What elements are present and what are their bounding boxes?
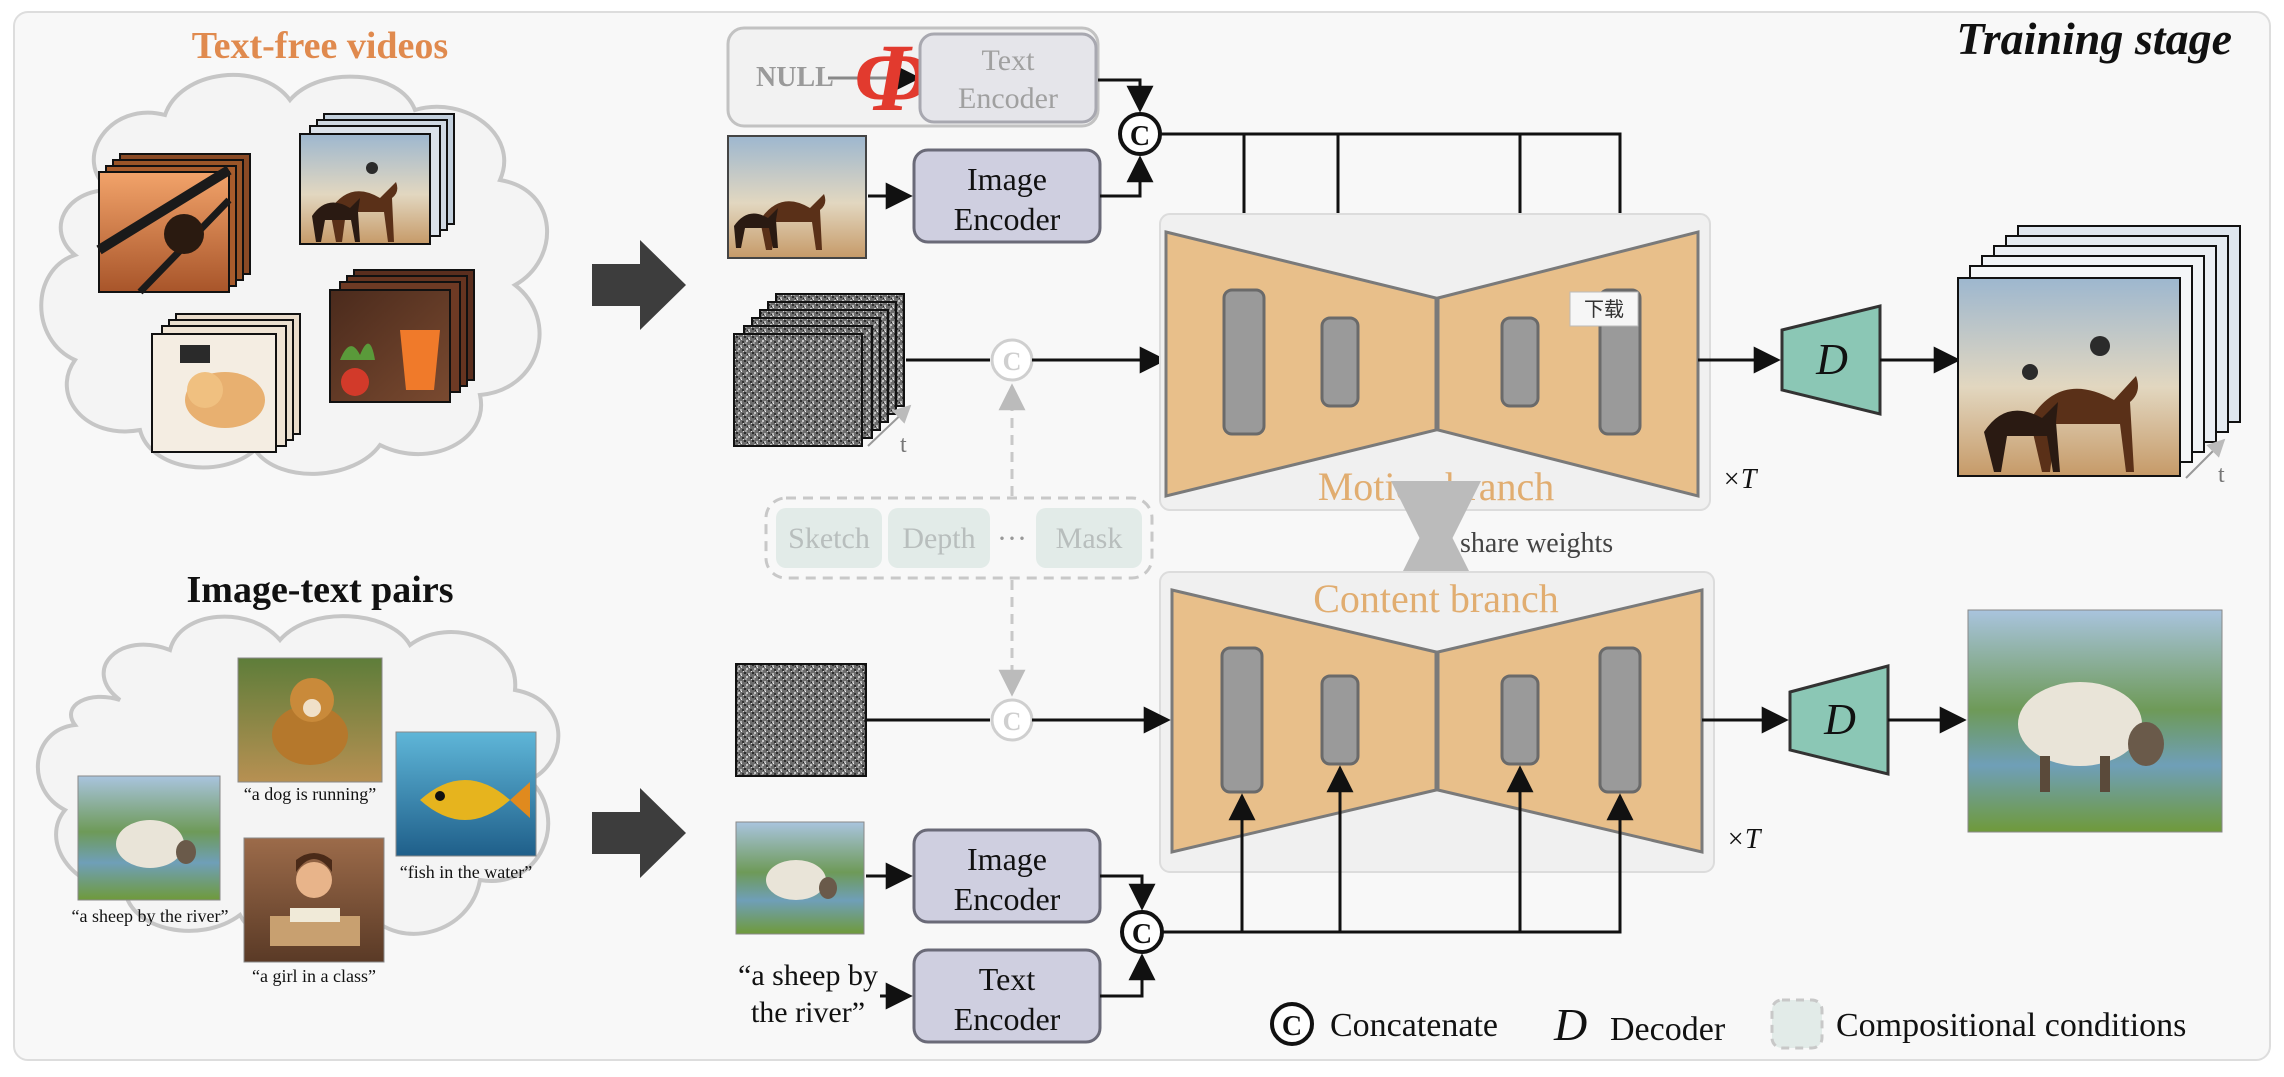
pair-image-sheep bbox=[77, 775, 221, 901]
share-weights-label: share weights bbox=[1460, 528, 1613, 559]
text-encoder-bottom-line1: Text bbox=[979, 961, 1036, 997]
video-stack-drink bbox=[329, 269, 475, 403]
decoder-bottom bbox=[1788, 664, 1890, 776]
prompt-line1: “a sheep by bbox=[738, 959, 878, 992]
content-branch-label: Content branch bbox=[1313, 576, 1559, 621]
concat-node-motion-label: C bbox=[1003, 347, 1022, 376]
image-encoder-top-line2: Encoder bbox=[954, 201, 1061, 237]
legend-compositional-icon bbox=[1770, 998, 1824, 1050]
legend: C Concatenate D Decoder Compositional co… bbox=[1270, 998, 2186, 1050]
decoder-bottom-label: D bbox=[1823, 695, 1856, 744]
prompt-line2: the river” bbox=[751, 996, 865, 1029]
image-encoder-top-line1: Image bbox=[967, 161, 1047, 197]
condition-ellipsis: ··· bbox=[997, 522, 1027, 555]
content-block-1 bbox=[1220, 646, 1264, 794]
text-encoder-top bbox=[918, 32, 1098, 124]
concat-node-top-label: C bbox=[1130, 121, 1150, 152]
condition-depth-label: Depth bbox=[902, 522, 975, 555]
output-video-stack bbox=[1957, 225, 2241, 477]
flow-arrow-bottom bbox=[592, 788, 686, 878]
pair-image-dog bbox=[237, 657, 383, 783]
legend-concat-label: Concatenate bbox=[1330, 1007, 1498, 1044]
content-block-3 bbox=[1500, 674, 1540, 766]
legend-decoder-icon: D bbox=[1553, 999, 1587, 1050]
motion-block-1 bbox=[1222, 288, 1266, 436]
caption-sheep: “a sheep by the river” bbox=[72, 906, 229, 926]
decoder-top bbox=[1780, 304, 1882, 416]
video-stack-horses bbox=[299, 113, 455, 245]
condition-mask bbox=[1036, 508, 1142, 568]
pairs-title: Image-text pairs bbox=[187, 569, 454, 611]
condition-mask-label: Mask bbox=[1056, 522, 1123, 555]
null-label: NULL bbox=[756, 62, 834, 93]
text-encoder-top-line2: Encoder bbox=[958, 82, 1058, 115]
null-text-encoder-group: NULL Φ Text Encoder bbox=[726, 24, 1100, 131]
caption-fish: “fish in the water” bbox=[400, 862, 532, 882]
conditions-group bbox=[764, 496, 1154, 580]
video-stack-dog-phone bbox=[151, 313, 301, 453]
flow-arrow-top bbox=[592, 240, 686, 330]
noise-bottom bbox=[735, 663, 867, 777]
content-block-4 bbox=[1598, 646, 1642, 794]
legend-decoder-label: Decoder bbox=[1610, 1011, 1726, 1048]
videos-title: Text-free videos bbox=[192, 25, 448, 67]
decoder-top-label: D bbox=[1815, 335, 1848, 384]
pair-image-girl bbox=[243, 837, 385, 963]
content-block-2 bbox=[1320, 674, 1360, 766]
motion-branch-label: Motion branch bbox=[1318, 464, 1555, 509]
caption-dog: “a dog is running” bbox=[244, 784, 376, 804]
motion-block-2 bbox=[1320, 316, 1360, 408]
pair-image-fish bbox=[395, 731, 537, 857]
legend-concat-icon bbox=[1270, 1002, 1314, 1046]
phi-symbol: Φ bbox=[854, 24, 930, 131]
noise-stack-top bbox=[733, 293, 905, 447]
download-tooltip bbox=[1569, 291, 1639, 327]
text-encoder-bottom-line2: Encoder bbox=[954, 1001, 1061, 1037]
motion-block-3 bbox=[1500, 316, 1540, 408]
image-encoder-bottom-line2: Encoder bbox=[954, 881, 1061, 917]
stage-title: Training stage bbox=[1956, 13, 2232, 64]
legend-concat-symbol: C bbox=[1282, 1011, 1302, 1042]
input-image-sheep bbox=[735, 821, 865, 935]
legend-compositional-label: Compositional conditions bbox=[1836, 1007, 2186, 1044]
motion-repeat-label: ×T bbox=[1722, 464, 1759, 495]
output-time-label: t bbox=[2218, 462, 2225, 488]
input-frame-horse bbox=[727, 135, 867, 259]
output-sheep-image bbox=[1967, 609, 2223, 833]
concat-node-bottom-label: C bbox=[1132, 919, 1152, 950]
content-repeat-label: ×T bbox=[1726, 824, 1763, 855]
noise-time-label: t bbox=[900, 432, 907, 458]
condition-sketch-label: Sketch bbox=[788, 522, 870, 555]
condition-depth bbox=[888, 508, 990, 568]
concat-node-content-label: C bbox=[1003, 707, 1022, 736]
condition-sketch bbox=[776, 508, 882, 568]
image-encoder-bottom-line1: Image bbox=[967, 841, 1047, 877]
text-encoder-top-line1: Text bbox=[982, 44, 1036, 77]
download-tooltip-text: 下载 bbox=[1584, 298, 1624, 321]
video-stack-cable-car bbox=[96, 153, 251, 295]
caption-girl: “a girl in a class” bbox=[252, 966, 376, 986]
